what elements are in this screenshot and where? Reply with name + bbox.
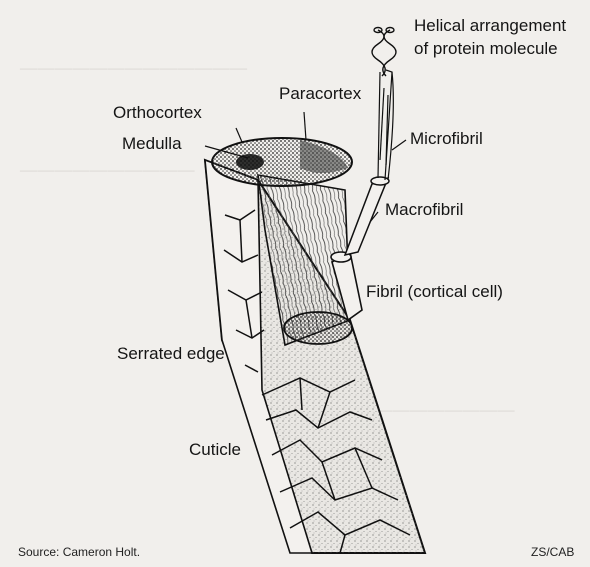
lower-cross-section bbox=[284, 312, 352, 344]
label-orthocortex: Orthocortex bbox=[113, 103, 202, 123]
macrofibril bbox=[345, 177, 389, 255]
label-cuticle: Cuticle bbox=[189, 440, 241, 460]
label-paracortex: Paracortex bbox=[279, 84, 361, 104]
label-helical-line2: of protein molecule bbox=[414, 39, 558, 59]
label-medulla: Medulla bbox=[122, 134, 182, 154]
source-caption: Source: Cameron Holt. bbox=[18, 545, 140, 559]
label-fibril: Fibril (cortical cell) bbox=[366, 282, 503, 302]
label-serrated-edge: Serrated edge bbox=[117, 344, 225, 364]
credit-caption: ZS/CAB bbox=[531, 545, 574, 559]
label-macrofibril: Macrofibril bbox=[385, 200, 463, 220]
helical-molecule bbox=[372, 28, 396, 77]
label-microfibril: Microfibril bbox=[410, 129, 483, 149]
label-helical-line1: Helical arrangement bbox=[414, 16, 566, 36]
microfibril-bundle bbox=[378, 70, 393, 180]
